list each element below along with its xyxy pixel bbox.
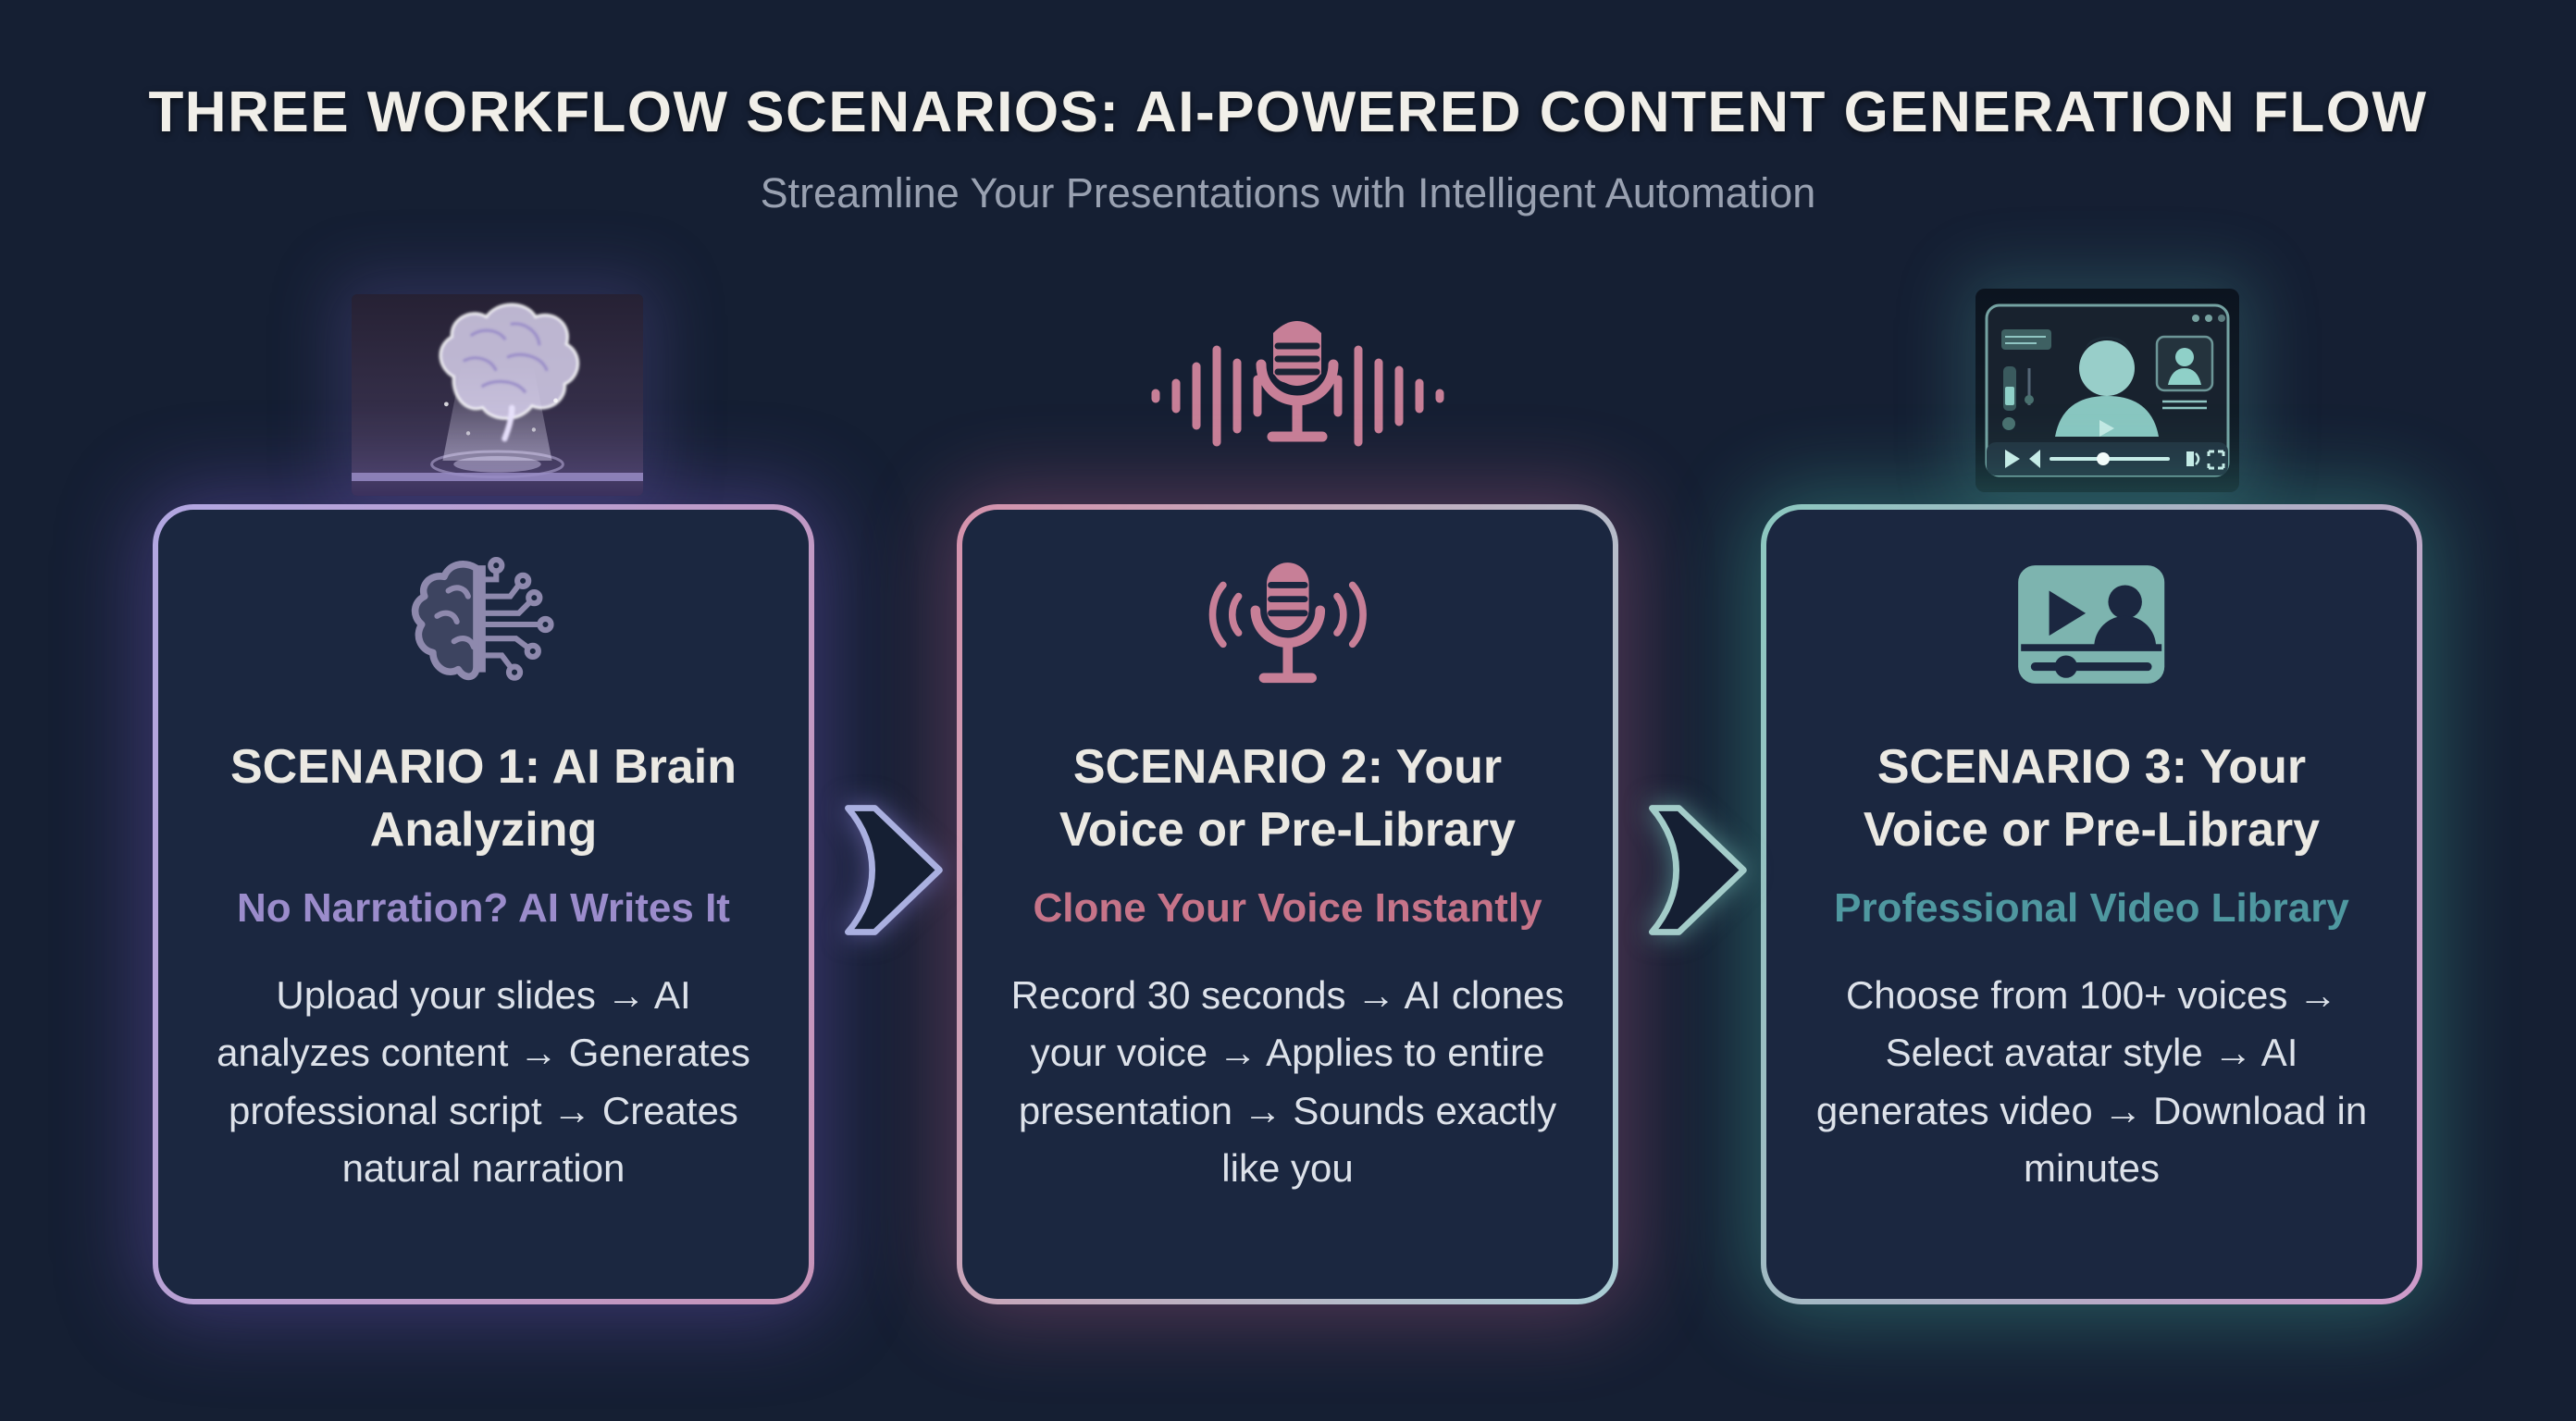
scenario-1-steps: Upload your slides → AI analyzes content… [217, 973, 750, 1190]
microphone-waves-icon [1208, 562, 1367, 684]
flow-arrow-2-icon [1649, 805, 1747, 935]
scenario-card-1: SCENARIO 1: AI Brain Analyzing No Narrat… [153, 504, 814, 1304]
scenario-1-subtitle: No Narration? AI Writes It [237, 885, 730, 932]
video-player-icon [1985, 303, 2230, 477]
scenario-card-3-body: SCENARIO 3: Your Voice or Pre-Library Pr… [1766, 510, 2417, 1299]
scenario-card-2: SCENARIO 2: Your Voice or Pre-Library Cl… [957, 504, 1618, 1304]
scenario-2-title: SCENARIO 2: Your Voice or Pre-Library [1059, 740, 1517, 857]
scenario-card-2-body: SCENARIO 2: Your Voice or Pre-Library Cl… [962, 510, 1613, 1299]
scenario-2-steps: Record 30 seconds → AI clones your voice… [1010, 973, 1565, 1190]
ai-brain-hologram-image [352, 294, 643, 496]
scenario-3-steps: Choose from 100+ voices → Select avatar … [1815, 973, 2368, 1190]
video-player-avatar-image [1975, 289, 2239, 492]
scenario-3-subtitle: Professional Video Library [1834, 885, 2349, 932]
scenario-2-subtitle: Clone Your Voice Instantly [1033, 885, 1542, 932]
page-subtitle: Streamline Your Presentations with Intel… [760, 169, 1816, 216]
header: THREE WORKFLOW SCENARIOS: AI-POWERED CON… [0, 80, 2576, 217]
microphone-waveform-icon [1151, 321, 1444, 447]
page-title: THREE WORKFLOW SCENARIOS: AI-POWERED CON… [148, 80, 2428, 144]
video-avatar-icon [2018, 565, 2165, 684]
scenario-card-1-body: SCENARIO 1: AI Brain Analyzing No Narrat… [158, 510, 809, 1299]
microphone-waveform-image [1143, 305, 1453, 495]
scenario-card-3: SCENARIO 3: Your Voice or Pre-Library Pr… [1761, 504, 2422, 1304]
brain-circuit-icon [411, 557, 554, 681]
scenario-3-title: SCENARIO 3: Your Voice or Pre-Library [1863, 740, 2321, 857]
brain-hologram-icon [430, 303, 580, 479]
hologram-table-edge [352, 473, 643, 481]
scenario-1-title: SCENARIO 1: AI Brain Analyzing [229, 740, 737, 857]
flow-arrow-1-icon [845, 805, 943, 935]
